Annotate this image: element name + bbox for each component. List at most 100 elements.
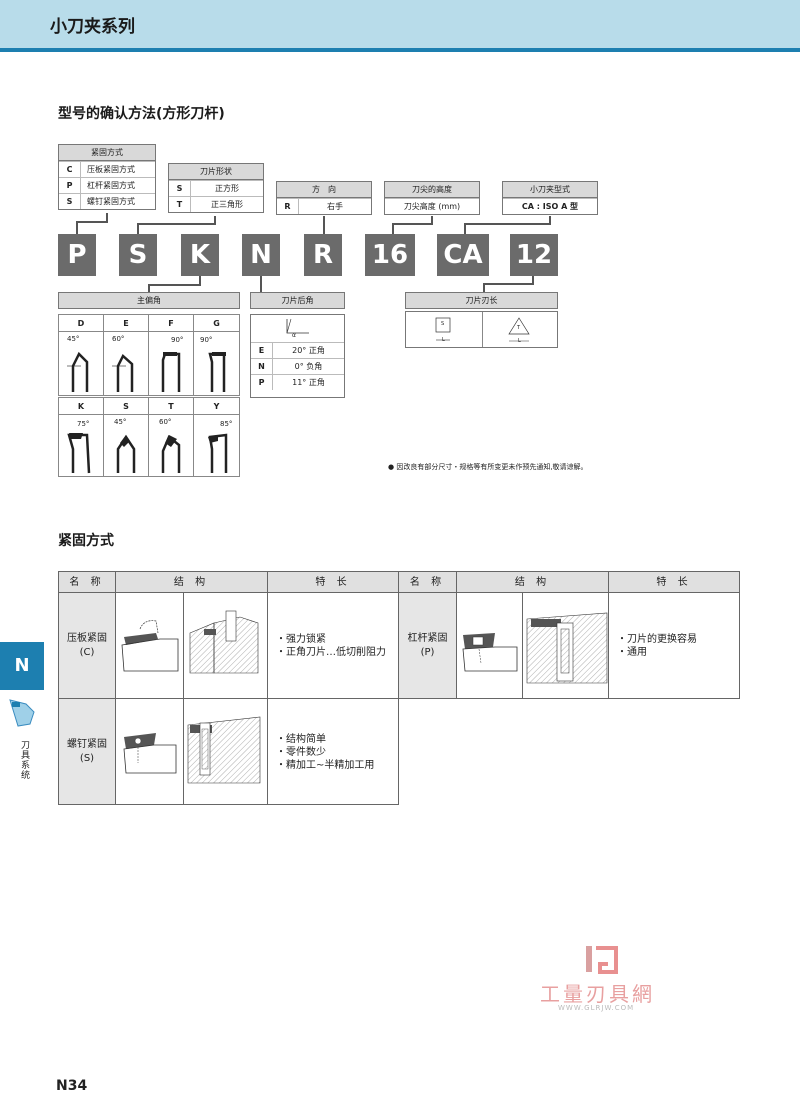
tip-height-title: 刀尖的高度 bbox=[385, 182, 479, 198]
col-header-feature: 特 长 bbox=[608, 571, 740, 593]
connector bbox=[260, 276, 262, 293]
tool-system-icon bbox=[0, 692, 44, 736]
code-letter-K: K bbox=[181, 234, 219, 276]
connector bbox=[464, 223, 466, 234]
lever-structure-image-2 bbox=[522, 592, 609, 699]
tool-shape-icon bbox=[208, 352, 226, 392]
edge-length-title: 刀片刃长 bbox=[405, 292, 558, 309]
col-header-name: 名 称 bbox=[58, 571, 116, 593]
lead-angle-cell-G: G 90° bbox=[193, 314, 240, 396]
clearance-title: 刀片后角 bbox=[250, 292, 345, 309]
col-header-structure: 结 构 bbox=[115, 571, 268, 593]
watermark-logo-icon bbox=[580, 944, 620, 980]
header-band bbox=[0, 0, 800, 48]
code-letter-R: R bbox=[304, 234, 342, 276]
clamp-name-press: 压板紧固 (C) bbox=[58, 592, 116, 699]
clearance-diagram-icon bbox=[286, 318, 309, 334]
lead-angle-row-2: K 75° S 45° T 60° Y 85° bbox=[58, 397, 240, 477]
lever-clamp-section-icon bbox=[526, 612, 608, 684]
lead-angle-row-1: D 45° E 60° F 90° G 90° bbox=[58, 314, 240, 396]
col-header-structure: 结 构 bbox=[456, 571, 609, 593]
code-letter-P: P bbox=[58, 234, 96, 276]
connector bbox=[483, 283, 534, 285]
connector bbox=[76, 221, 108, 223]
holder-type-box: 小刀夹型式 CA : ISO A 型 bbox=[502, 181, 598, 215]
page-number: N34 bbox=[56, 1078, 88, 1094]
holder-type-row: CA : ISO A 型 bbox=[503, 198, 597, 214]
watermark-url: WWW.GLRJW.COM bbox=[558, 1004, 635, 1012]
connector bbox=[106, 213, 108, 222]
clamp-method-title: 紧固方式 bbox=[59, 145, 155, 161]
press-structure-image-1 bbox=[115, 592, 184, 699]
connector bbox=[148, 284, 150, 293]
screw-features: ・结构简单 ・零件数少 ・精加工~半精加工用 bbox=[267, 698, 399, 805]
lead-angle-cell-E: E 60° bbox=[103, 314, 149, 396]
insert-shape-title: 刀片形状 bbox=[169, 164, 263, 180]
clamp-name-lever: 杠杆紧固 (P) bbox=[398, 592, 457, 699]
connector bbox=[137, 223, 216, 225]
chapter-tab-N[interactable]: N bbox=[0, 642, 44, 690]
code-letter-N: N bbox=[242, 234, 280, 276]
holder-type-title: 小刀夹型式 bbox=[503, 182, 597, 198]
tool-shape-icon bbox=[161, 434, 181, 473]
connector bbox=[431, 216, 433, 224]
connector bbox=[137, 223, 139, 234]
press-clamp-drawing-icon bbox=[121, 620, 179, 672]
connector bbox=[76, 221, 78, 234]
connector bbox=[392, 223, 394, 234]
connector bbox=[532, 276, 534, 284]
connector bbox=[199, 276, 201, 285]
tool-shape-icon bbox=[67, 433, 91, 474]
press-structure-image-2 bbox=[183, 592, 268, 699]
section-title-clamp: 紧固方式 bbox=[58, 533, 114, 549]
square-insert-icon bbox=[435, 317, 451, 341]
connector bbox=[323, 216, 325, 234]
lead-angle-cell-T: T 60° bbox=[148, 397, 194, 477]
page-title: 小刀夹系列 bbox=[50, 17, 135, 37]
tool-shape-icon bbox=[116, 434, 136, 473]
notice-text: ● 因改良有部分尺寸・规格等有所变更未作预先通知,敬请谅解。 bbox=[388, 463, 588, 471]
tool-shape-icon bbox=[112, 353, 134, 392]
tip-height-row: 刀尖高度 (mm) bbox=[385, 198, 479, 214]
watermark-text: 工量刃具網 bbox=[540, 982, 655, 1006]
tool-shape-icon bbox=[208, 433, 228, 473]
lever-clamp-drawing-icon bbox=[462, 633, 518, 672]
screw-structure-image-1 bbox=[115, 698, 184, 805]
lever-structure-image-1 bbox=[456, 592, 523, 699]
code-letter-12: 12 bbox=[510, 234, 558, 276]
screw-structure-image-2 bbox=[183, 698, 268, 805]
lead-angle-cell-D: D 45° bbox=[58, 314, 104, 396]
lead-angle-cell-F: F 90° bbox=[148, 314, 194, 396]
tool-shape-icon bbox=[67, 351, 89, 392]
press-clamp-section-icon bbox=[189, 610, 259, 674]
lead-angle-cell-S: S 45° bbox=[103, 397, 149, 477]
tip-height-box: 刀尖的高度 刀尖高度 (mm) bbox=[384, 181, 480, 215]
connector bbox=[148, 284, 201, 286]
lead-angle-cell-K: K 75° bbox=[58, 397, 104, 477]
press-features: ・强力锁紧 ・正角刀片…低切削阻力 bbox=[267, 592, 399, 699]
col-header-name: 名 称 bbox=[398, 571, 457, 593]
header-rule bbox=[0, 48, 800, 52]
side-tab-label: 刀具系统 bbox=[19, 740, 29, 780]
screw-clamp-section-icon bbox=[187, 716, 261, 784]
screw-clamp-drawing-icon bbox=[123, 733, 177, 774]
section-title-model: 型号的确认方法(方形刀杆) bbox=[58, 106, 225, 122]
code-letter-16: 16 bbox=[365, 234, 415, 276]
code-letter-S: S bbox=[119, 234, 157, 276]
connector bbox=[214, 216, 216, 224]
triangle-insert-icon bbox=[508, 317, 530, 342]
connector bbox=[464, 223, 551, 225]
edge-length-box: S L T L bbox=[405, 311, 558, 348]
